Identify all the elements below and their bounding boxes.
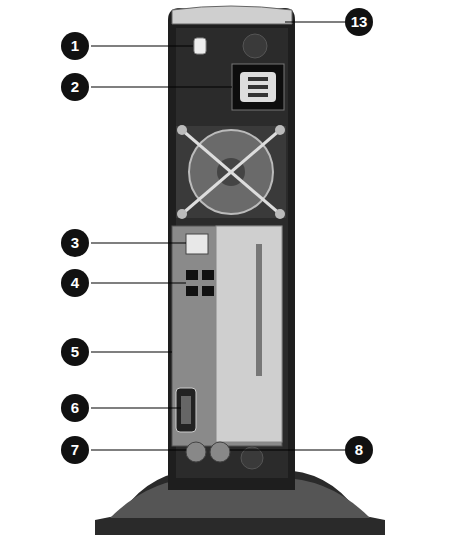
- callout-number: 2: [61, 73, 89, 101]
- callout-number: 6: [61, 394, 89, 422]
- callout-number: 3: [61, 229, 89, 257]
- callout-number: 5: [61, 338, 89, 366]
- callout-number: 7: [61, 436, 89, 464]
- callout-number: 8: [345, 436, 373, 464]
- callout-number: 13: [345, 8, 373, 36]
- callout-number: 4: [61, 269, 89, 297]
- callout-number: 1: [61, 32, 89, 60]
